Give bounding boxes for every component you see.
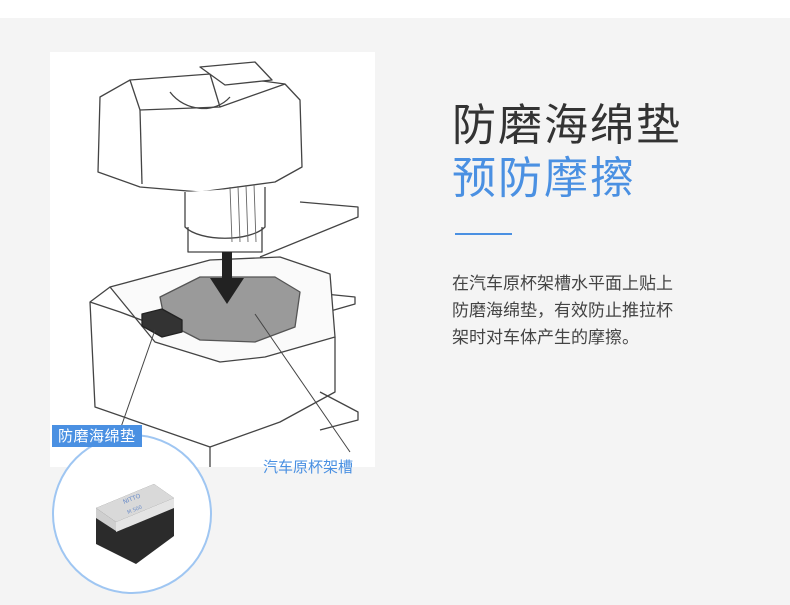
down-arrow-icon [210,252,244,304]
groove-callout-label: 汽车原杯架槽 [263,458,354,476]
description-line: 防磨海绵垫，有效防止推拉杯 [452,301,673,321]
pad-detail-circle: NITTO M 500 [52,434,212,594]
pad-leader-line [119,329,156,431]
page-subtitle: 预防摩擦 [452,153,636,204]
description-line: 在汽车原杯架槽水平面上贴上 [452,274,673,294]
sponge-pad-closeup: NITTO M 500 [96,484,174,564]
top-band [0,0,790,18]
pad-callout-label: 防磨海绵垫 [52,425,142,447]
product-illustration [50,52,375,467]
title-divider [455,233,512,235]
svg-text:M 500: M 500 [127,505,144,516]
description: 在汽车原杯架槽水平面上贴上 防磨海绵垫，有效防止推拉杯 架时对车体产生的摩擦。 [452,271,737,352]
cup-holder-drawing [89,61,359,467]
groove-leader-line [254,313,351,453]
page-title: 防磨海绵垫 [452,100,682,151]
description-line: 架时对车体产生的摩擦。 [452,328,639,348]
